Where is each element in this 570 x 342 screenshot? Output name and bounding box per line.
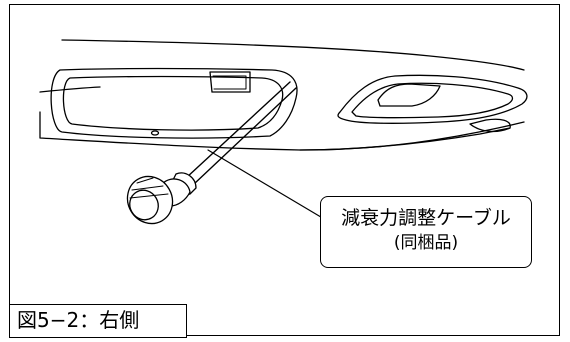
left-recess-inner (62, 75, 284, 131)
adjuster-knob (126, 172, 197, 225)
body-upper-line (39, 86, 101, 93)
figure-frame (9, 4, 560, 336)
body-right-edge (299, 127, 511, 151)
right-bump (469, 118, 511, 133)
left-recess-outer (50, 67, 298, 139)
body-lower-edge (39, 111, 525, 151)
body-top-edge (61, 39, 525, 71)
cable-callout: 減衰力調整ケーブル (同梱品) (320, 196, 532, 268)
right-recess-panel (377, 83, 441, 107)
figure-caption: 図5−2：右側 (9, 304, 187, 338)
cable (185, 81, 297, 185)
right-recess-inner (351, 82, 514, 119)
callout-leader (207, 149, 337, 227)
callout-title: 減衰力調整ケーブル (341, 207, 511, 229)
left-socket (209, 71, 251, 93)
right-recess-outer (337, 74, 528, 124)
callout-note: (同梱品) (393, 233, 459, 253)
small-hole (150, 130, 160, 136)
